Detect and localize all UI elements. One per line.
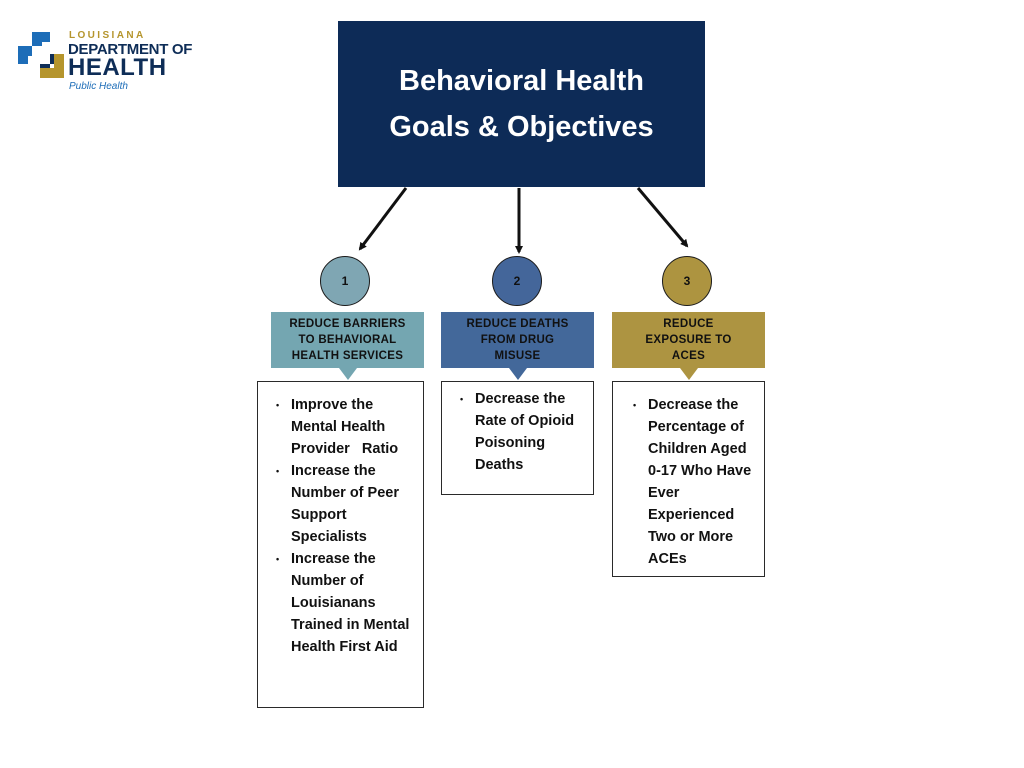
goal-3-header: REDUCE EXPOSURE TO ACES bbox=[612, 312, 765, 380]
health-cross-logo-icon bbox=[18, 32, 64, 78]
goal-2-number-circle: 2 bbox=[492, 256, 542, 306]
goal-3-number-circle: 3 bbox=[662, 256, 712, 306]
objective-item: Increase the Number of Peer Support Spec… bbox=[272, 460, 413, 548]
goal-2-number: 2 bbox=[513, 274, 521, 288]
goal-3-header-line: EXPOSURE TO bbox=[645, 334, 732, 346]
goal-1-number-circle: 1 bbox=[320, 256, 370, 306]
arrow-to-goal-3 bbox=[636, 187, 689, 248]
goal-1-header-line: HEALTH SERVICES bbox=[291, 350, 404, 362]
objective-item: Increase the Number of Louisianans Train… bbox=[272, 548, 413, 658]
logo-sub-text: Public Health bbox=[69, 81, 128, 92]
logo-health-text: HEALTH bbox=[68, 54, 167, 81]
objective-item: Decrease the Rate of Opioid Poisoning De… bbox=[456, 388, 583, 476]
title-box: Behavioral Health Goals & Objectives bbox=[338, 21, 705, 187]
goal-2-header-line: MISUSE bbox=[494, 350, 541, 362]
ldh-logo: LOUISIANA DEPARTMENT OF HEALTH Public He… bbox=[18, 30, 218, 94]
goal-1-header-line: REDUCE BARRIERS bbox=[289, 318, 406, 330]
objective-item: Decrease the Percentage of Children Aged… bbox=[629, 394, 754, 570]
goal-1-objectives-box: Improve the Mental Health Provider Ratio… bbox=[257, 381, 424, 708]
goal-3-header-line: REDUCE bbox=[663, 318, 714, 330]
logo-state-text: LOUISIANA bbox=[69, 30, 146, 41]
goal-2-objectives-box: Decrease the Rate of Opioid Poisoning De… bbox=[441, 381, 594, 495]
title-line-1: Behavioral Health bbox=[399, 65, 644, 97]
goal-1-header: REDUCE BARRIERS TO BEHAVIORAL HEALTH SER… bbox=[271, 312, 424, 380]
goal-1-header-line: TO BEHAVIORAL bbox=[298, 334, 397, 346]
goal-3-number: 3 bbox=[683, 274, 691, 288]
goal-3-header-line: ACES bbox=[671, 350, 706, 362]
goal-1-number: 1 bbox=[341, 274, 349, 288]
goal-2-header-line: FROM DRUG bbox=[480, 334, 555, 346]
goal-2-header: REDUCE DEATHS FROM DRUG MISUSE bbox=[441, 312, 594, 380]
goal-2-header-line: REDUCE DEATHS bbox=[466, 318, 569, 330]
logo-dept-text: DEPARTMENT OF bbox=[68, 41, 193, 58]
objective-item: Improve the Mental Health Provider Ratio bbox=[272, 394, 413, 460]
arrow-to-goal-1 bbox=[358, 187, 408, 251]
title-line-2: Goals & Objectives bbox=[389, 111, 654, 143]
goal-3-objectives-box: Decrease the Percentage of Children Aged… bbox=[612, 381, 765, 577]
